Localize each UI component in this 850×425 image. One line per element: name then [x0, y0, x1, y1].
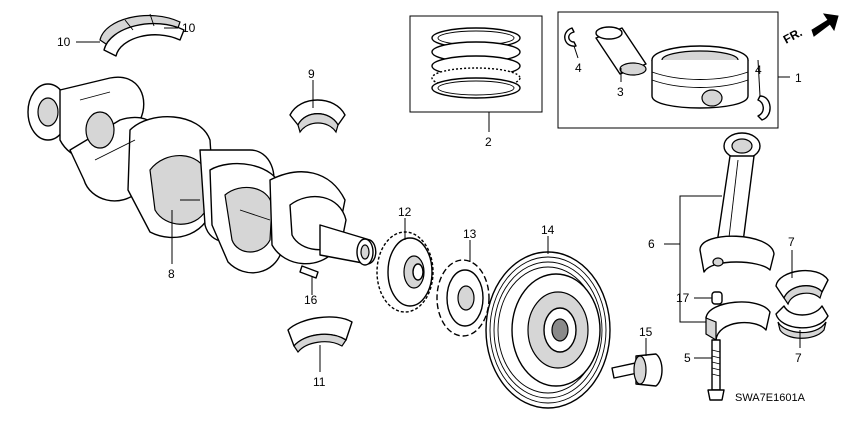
connecting-rod-part-6: [699, 132, 775, 273]
leader-lines: [76, 27, 801, 372]
piston-rings-group-box: [409, 15, 543, 113]
rod-bearing-lower-part-7: [775, 305, 829, 339]
callout-11: 11: [313, 375, 326, 389]
diagram-code: SWA7E1601A: [735, 392, 806, 404]
thrust-washer-part-9: [289, 99, 346, 134]
piston-part-1: [651, 45, 749, 109]
woodruff-key-part-16: [299, 265, 319, 279]
piston-set-group-box: [557, 11, 779, 129]
callout-16: 16: [304, 293, 318, 307]
front-direction-indicator: FR.: [781, 13, 839, 47]
callout-10-left: 10: [57, 35, 71, 49]
front-arrow-icon: [811, 13, 839, 37]
main-bearing-lower-part-11: [287, 316, 353, 354]
snap-ring-part-4-left: [564, 27, 577, 47]
snap-ring-part-4-right: [757, 95, 771, 121]
front-direction-label: FR.: [781, 25, 805, 46]
crankshaft-part-8: [27, 76, 377, 274]
connecting-rod-cap: [705, 301, 771, 342]
main-bearing-upper-part-10: [99, 13, 185, 57]
connecting-rod-bolt-part-5: [707, 339, 725, 401]
callout-3: 3: [617, 85, 624, 99]
callout-15: 15: [639, 325, 653, 339]
knock-pin-part-17: [711, 291, 723, 305]
crankshaft-pulley-part-14: [485, 251, 611, 409]
callout-7-lower: 7: [795, 351, 802, 365]
callout-14: 14: [541, 223, 555, 237]
crank-sprocket-part-12: [376, 231, 434, 313]
piston-rings-part-2: [431, 27, 521, 99]
callout-6: 6: [648, 237, 655, 251]
callout-1: 1: [795, 71, 802, 85]
piston-pin-part-3: [595, 26, 647, 76]
rod-bearing-upper-part-7: [775, 269, 829, 306]
callout-7-upper: 7: [788, 235, 795, 249]
callout-12: 12: [398, 205, 412, 219]
callout-13: 13: [463, 227, 477, 241]
callout-8: 8: [168, 267, 175, 281]
callout-4-right: 4: [755, 63, 762, 77]
callout-10-right: 10: [182, 21, 196, 35]
callout-9: 9: [308, 67, 315, 81]
callout-17: 17: [676, 291, 690, 305]
pulley-bolt-part-15: [611, 353, 663, 387]
callout-4-left: 4: [575, 61, 582, 75]
callout-2: 2: [485, 135, 492, 149]
callout-5: 5: [684, 351, 691, 365]
pulser-plate-part-13: [436, 259, 490, 337]
